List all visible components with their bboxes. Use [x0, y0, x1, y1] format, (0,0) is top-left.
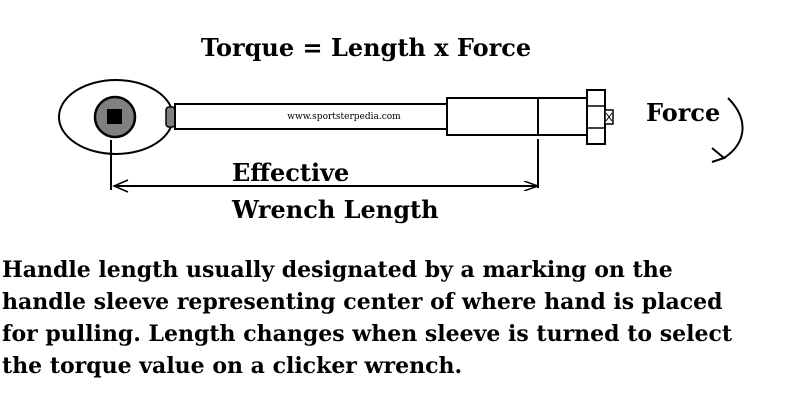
wrench-head [58, 79, 174, 155]
watermark-text: www.sportsterpedia.com [287, 112, 401, 122]
force-label: Force [646, 98, 720, 127]
dimension-arrowhead-left [112, 179, 129, 193]
length-label-line2: Wrench Length [231, 195, 439, 224]
square-drive [107, 109, 122, 124]
caption-line: handle sleeve representing center of whe… [2, 289, 723, 315]
caption-text: Handle length usually designated by a ma… [2, 254, 798, 382]
wrench-shaft [174, 103, 448, 130]
wrench-neck [165, 106, 176, 128]
end-knob [586, 89, 614, 145]
rotation-arrow-icon [711, 97, 744, 163]
length-label-line1: Effective [232, 158, 349, 187]
caption-line: for pulling. Length changes when sleeve … [2, 321, 732, 347]
caption-line: the torque value on a clicker wrench. [2, 353, 463, 379]
caption-line: Handle length usually designated by a ma… [2, 257, 673, 283]
handle-sleeve [446, 97, 588, 136]
diagram-title: Torque = Length x Force [201, 33, 531, 62]
